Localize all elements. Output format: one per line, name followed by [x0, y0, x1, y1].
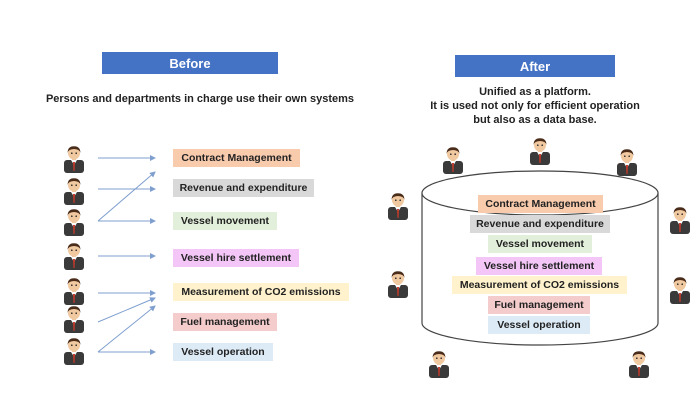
after-item-hire: Vessel hire settlement — [476, 257, 602, 275]
before-item-contract: Contract Management — [173, 149, 300, 167]
before-header: Before — [102, 52, 278, 74]
person-icon — [386, 192, 410, 220]
arrow-diag-fuel — [97, 297, 156, 323]
person-icon — [427, 350, 451, 378]
before-item-revenue: Revenue and expenditure — [173, 179, 314, 197]
after-description-line-1: Unified as a platform. — [479, 86, 591, 98]
before-title: Before — [169, 55, 211, 71]
after-item-co2: Measurement of CO2 emissions — [452, 276, 627, 294]
after-header: After — [455, 55, 615, 77]
person-icon — [668, 206, 692, 234]
arrow-diag-revenue — [97, 171, 156, 222]
person-icon — [627, 350, 651, 378]
before-item-fuel: Fuel management — [173, 313, 277, 331]
after-item-fuel: Fuel management — [488, 296, 590, 314]
after-item-vessel-movement: Vessel movement — [488, 235, 592, 253]
after-title: After — [519, 58, 551, 74]
before-item-vessel-movement: Vessel movement — [173, 212, 277, 230]
after-item-contract: Contract Management — [478, 195, 603, 213]
before-description: Persons and departments in charge use th… — [45, 93, 355, 105]
before-item-vessel-op: Vessel operation — [173, 343, 273, 361]
after-description-line-2: It is used not only for efficient operat… — [430, 100, 640, 112]
person-icon — [528, 137, 552, 165]
arrow-diag-co2 — [97, 305, 156, 353]
after-description-line-3: but also as a data base. — [473, 114, 597, 126]
person-icon — [386, 270, 410, 298]
person-icon — [441, 146, 465, 174]
after-item-vessel-op: Vessel operation — [488, 316, 590, 334]
after-item-revenue: Revenue and expenditure — [470, 215, 610, 233]
person-icon — [615, 148, 639, 176]
person-icon — [668, 276, 692, 304]
before-item-co2: Measurement of CO2 emissions — [173, 283, 349, 301]
before-item-hire: Vessel hire settlement — [173, 249, 299, 267]
after-description: Unified as a platform. It is used not on… — [405, 85, 665, 127]
